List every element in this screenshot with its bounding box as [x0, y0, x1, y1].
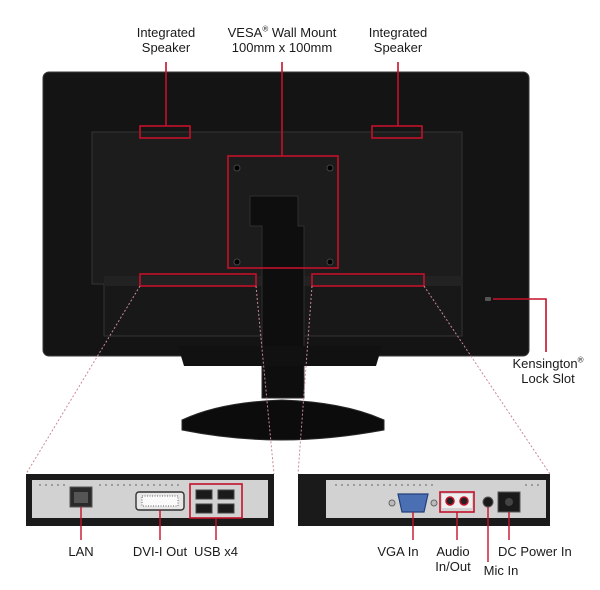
vga-screw	[430, 499, 438, 507]
usb-label: USB x4	[193, 544, 239, 559]
callout-markers	[139, 62, 547, 352]
dc-power-pin	[505, 498, 513, 506]
audio-out-jack	[459, 496, 469, 506]
speaker-right-label: Integrated Speaker	[358, 25, 438, 55]
vesa-label-suffix: Wall Mount	[268, 25, 337, 40]
speaker-right-label-line1: Integrated	[368, 25, 428, 40]
mic-jack	[482, 496, 494, 508]
audio-label-line2: In/Out	[435, 559, 471, 574]
stand-hinge	[178, 346, 382, 366]
mic-label: Mic In	[483, 563, 519, 578]
audio-label-line1: Audio	[436, 544, 470, 559]
dvi-port-pins	[141, 495, 179, 507]
vga-port	[397, 493, 429, 513]
kensington-label-brand: Kensington	[512, 356, 578, 371]
speaker-left-marker	[139, 125, 191, 139]
lan-label: LAN	[68, 544, 94, 559]
speaker-left-label-line1: Integrated	[136, 25, 196, 40]
registered-mark: ®	[577, 355, 584, 365]
dc-power-label: DC Power In	[498, 544, 572, 559]
kensington-label: Kensington® Lock Slot	[506, 356, 590, 386]
zoom-guide-line	[255, 285, 275, 475]
io-panel-right-marker	[311, 273, 425, 287]
vga-screw	[388, 499, 396, 507]
port-leaders-left	[80, 507, 217, 540]
vga-label: VGA In	[377, 544, 419, 559]
port-leaders-right	[412, 507, 510, 562]
audio-label: Audio In/Out	[428, 544, 478, 574]
vesa-screw-hole	[233, 258, 241, 266]
speaker-right-marker	[371, 125, 423, 139]
kensington-slot	[485, 297, 491, 301]
audio-in-jack	[445, 496, 455, 506]
vesa-label-brand: VESA	[227, 25, 263, 40]
dvi-label: DVI-I Out	[132, 544, 188, 559]
zoom-guide-line	[25, 285, 141, 475]
usb-ports	[195, 489, 235, 514]
vesa-label-line2: 100mm x 100mm	[231, 40, 333, 55]
vent-dots	[335, 484, 539, 486]
speaker-left-label-line2: Speaker	[141, 40, 191, 55]
vesa-label: VESA® Wall Mount 100mm x 100mm	[222, 25, 342, 55]
monitor-back	[42, 71, 530, 441]
vesa-screw-hole	[326, 164, 334, 172]
kensington-label-line1: Kensington®	[506, 356, 590, 371]
vesa-marker	[227, 155, 339, 269]
vesa-screw-hole	[233, 164, 241, 172]
kensington-leader	[493, 298, 547, 352]
port-panel-right	[298, 474, 550, 562]
port-panel-left	[26, 474, 274, 540]
lan-port-jack	[74, 492, 88, 503]
kensington-label-line2: Lock Slot	[521, 371, 575, 386]
stand-base	[181, 399, 385, 441]
speaker-right-label-line2: Speaker	[373, 40, 423, 55]
zoom-guides	[25, 285, 551, 475]
io-panel-left-marker	[139, 273, 257, 287]
zoom-guide-line	[297, 285, 313, 475]
vesa-screw-hole	[326, 258, 334, 266]
zoom-guide-line	[423, 285, 551, 475]
registered-mark: ®	[262, 24, 269, 34]
speaker-left-label: Integrated Speaker	[126, 25, 206, 55]
vent-dots	[39, 484, 179, 486]
vesa-label-line1: VESA® Wall Mount	[222, 25, 342, 40]
